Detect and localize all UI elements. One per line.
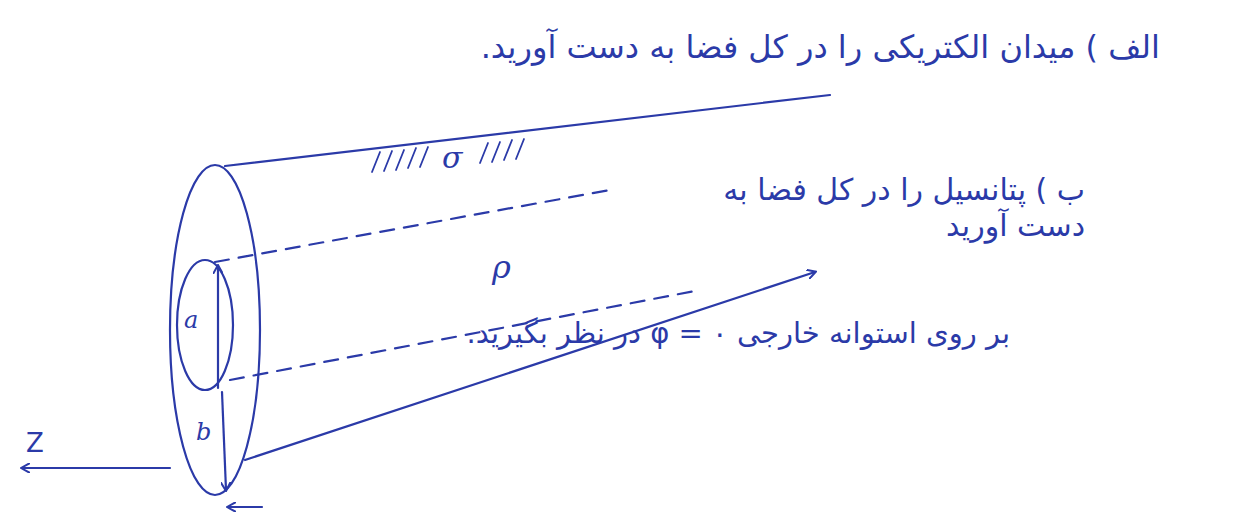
inner-radius-label: a xyxy=(184,306,198,335)
surface-charge-symbol: σ xyxy=(442,140,462,176)
radius-a-arrow xyxy=(217,266,219,388)
boundary-note: بر روی استوانه خارجی φ = ۰ در نظر بگیرید… xyxy=(466,316,1010,351)
outer-cylinder-end xyxy=(170,165,260,495)
small-arrow xyxy=(228,506,262,508)
question-a: الف ) میدان الکتریکی را در کل فضا به دست… xyxy=(481,28,1160,66)
outer-radius-label: b xyxy=(196,418,211,447)
inner-top-edge xyxy=(215,190,610,262)
outer-top-edge xyxy=(225,95,830,166)
question-b: ب ) پتانسیل را در کل فضا به دست آورید xyxy=(665,172,1085,244)
axis-label: Z xyxy=(26,428,44,459)
radius-b-arrow xyxy=(222,392,226,490)
inner-cylinder-end xyxy=(177,260,233,390)
z-axis xyxy=(22,467,170,469)
outer-bottom-edge xyxy=(245,272,815,460)
volume-charge-symbol: ρ xyxy=(492,248,511,286)
